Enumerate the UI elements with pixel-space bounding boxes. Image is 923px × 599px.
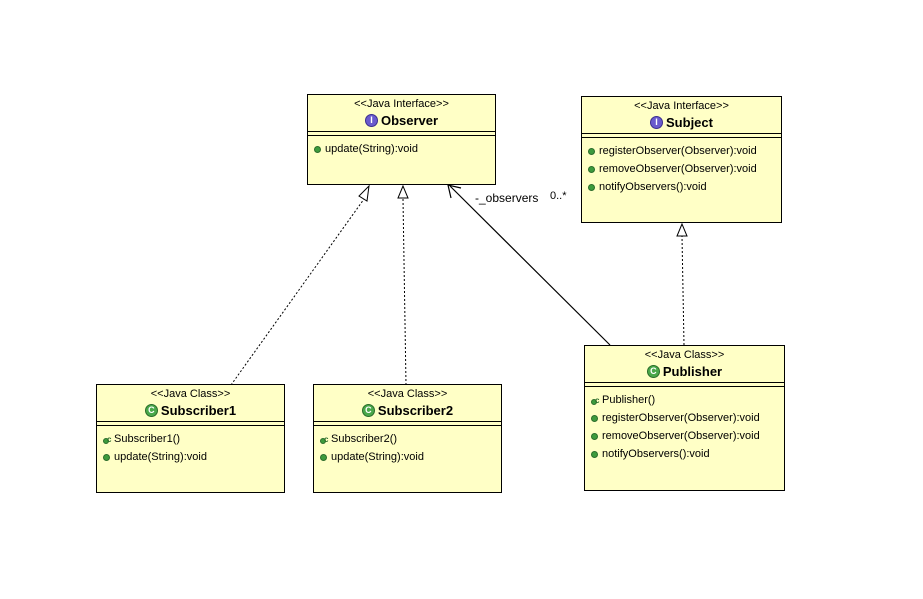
realization-arrowhead xyxy=(676,222,688,237)
stereotype-label: <<Java Class>> xyxy=(150,388,231,400)
realization-subscriber1-observer xyxy=(230,198,365,386)
interface-icon: I xyxy=(650,116,664,129)
method-item: notifyObservers():void xyxy=(591,445,784,463)
class-icon: C xyxy=(144,404,158,417)
public-method-icon xyxy=(588,183,595,191)
method-item: update(String):void xyxy=(314,140,495,158)
stereotype-label: <<Java Interface>> xyxy=(634,100,729,112)
public-method-icon xyxy=(588,165,595,173)
constructor-icon: c xyxy=(320,435,329,444)
method-list: registerObserver(Observer):void removeOb… xyxy=(582,138,781,196)
method-item: registerObserver(Observer):void xyxy=(591,409,784,427)
association-arrowhead xyxy=(447,184,462,199)
compartment-divider xyxy=(582,133,781,138)
public-method-icon xyxy=(314,145,321,153)
association-multiplicity-label: 0..* xyxy=(550,190,567,202)
association-publisher-observer xyxy=(449,185,611,346)
compartment-divider xyxy=(308,131,495,136)
compartment-divider xyxy=(314,421,501,426)
publisher-class-box[interactable]: <<Java Class>> C Publisher c Publisher()… xyxy=(584,345,785,491)
method-item: update(String):void xyxy=(320,448,501,466)
method-list: c Subscriber2() update(String):void xyxy=(314,426,501,466)
realization-publisher-subject xyxy=(681,235,685,346)
method-list: c Subscriber1() update(String):void xyxy=(97,426,284,466)
subscriber2-class-box[interactable]: <<Java Class>> C Subscriber2 c Subscribe… xyxy=(313,384,502,493)
class-name: Observer xyxy=(380,113,439,128)
constructor-icon: c xyxy=(591,396,600,405)
stereotype-label: <<Java Class>> xyxy=(644,349,725,361)
class-name: Subscriber1 xyxy=(160,403,237,418)
class-icon: C xyxy=(361,404,375,417)
class-name: Publisher xyxy=(662,364,723,379)
public-method-icon xyxy=(591,432,598,440)
observer-interface-box[interactable]: <<Java Interface>> I Observer update(Str… xyxy=(307,94,496,185)
realization-subscriber2-observer xyxy=(402,198,407,386)
constructor-item: c Subscriber1() xyxy=(103,430,284,448)
realization-arrowhead xyxy=(358,184,370,202)
stereotype-label: <<Java Class>> xyxy=(367,388,448,400)
interface-icon: I xyxy=(364,114,378,127)
compartment-divider xyxy=(585,382,784,387)
method-item: removeObserver(Observer):void xyxy=(591,427,784,445)
constructor-item: c Publisher() xyxy=(591,391,784,409)
method-list: update(String):void xyxy=(308,136,495,158)
subject-interface-box[interactable]: <<Java Interface>> I Subject registerObs… xyxy=(581,96,782,223)
realization-arrowhead xyxy=(397,184,409,199)
method-item: notifyObservers():void xyxy=(588,178,781,196)
public-method-icon xyxy=(591,414,598,422)
class-name: Subject xyxy=(666,115,713,130)
public-method-icon xyxy=(591,450,598,458)
compartment-divider xyxy=(97,421,284,426)
stereotype-label: <<Java Interface>> xyxy=(354,98,449,110)
method-item: update(String):void xyxy=(103,448,284,466)
public-method-icon xyxy=(588,147,595,155)
method-item: registerObserver(Observer):void xyxy=(588,142,781,160)
constructor-item: c Subscriber2() xyxy=(320,430,501,448)
method-list: c Publisher() registerObserver(Observer)… xyxy=(585,387,784,463)
subscriber1-class-box[interactable]: <<Java Class>> C Subscriber1 c Subscribe… xyxy=(96,384,285,493)
class-name: Subscriber2 xyxy=(377,403,454,418)
constructor-icon: c xyxy=(103,435,112,444)
public-method-icon xyxy=(103,453,110,461)
method-item: removeObserver(Observer):void xyxy=(588,160,781,178)
class-icon: C xyxy=(646,365,660,378)
public-method-icon xyxy=(320,453,327,461)
association-role-label: -_observers xyxy=(475,191,539,205)
